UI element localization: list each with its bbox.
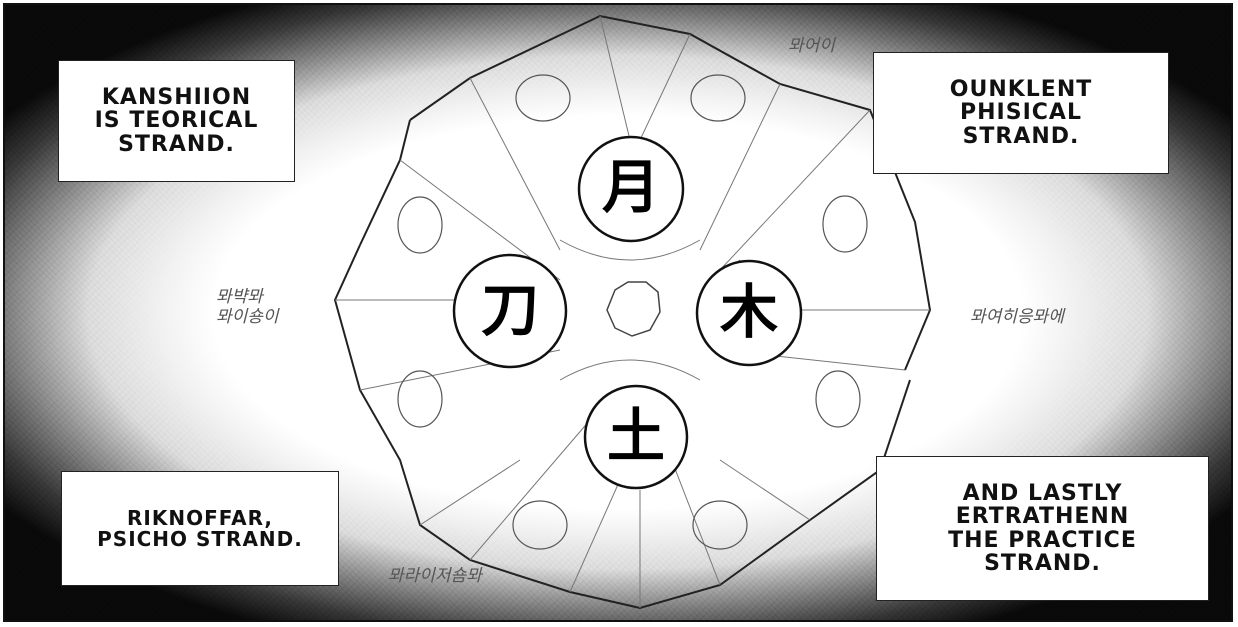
panel-border	[3, 3, 1233, 622]
